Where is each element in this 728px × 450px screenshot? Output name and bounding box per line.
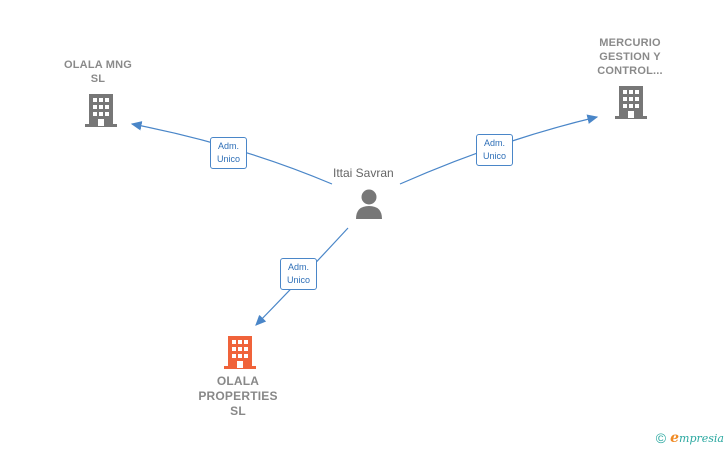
person-name[interactable]: Ittai Savran — [333, 166, 394, 180]
company-name-line: GESTION Y — [599, 51, 661, 63]
building-icon[interactable] — [85, 92, 117, 128]
company-label-olala-mng[interactable]: OLALA MNG SL — [48, 58, 148, 86]
company-name-line: SL — [90, 73, 106, 85]
edge-role-line: Adm. — [288, 262, 310, 272]
building-icon[interactable] — [615, 84, 647, 120]
brand-initial: e — [670, 430, 680, 446]
building-icon[interactable] — [224, 334, 256, 370]
company-name-line: SL — [230, 404, 246, 418]
company-name-line: PROPERTIES — [198, 389, 278, 403]
brand-rest: mpresia — [679, 432, 724, 445]
company-name-line: CONTROL... — [597, 65, 663, 77]
edge-role-line: Adm. — [218, 141, 240, 151]
company-name-line: MERCURIO — [599, 37, 661, 49]
company-name-line: OLALA — [216, 374, 260, 388]
empresia-logo[interactable]: empresia — [670, 430, 724, 446]
footer-brand: © empresia — [656, 430, 724, 446]
company-name-line: OLALA MNG — [64, 59, 132, 71]
edge-role-line: Adm. — [484, 138, 506, 148]
copyright-symbol: © — [655, 430, 667, 446]
person-icon[interactable] — [354, 188, 384, 220]
edge-label-to-olala-properties[interactable]: Adm. Unico — [280, 258, 318, 290]
edge-role-line: Unico — [287, 275, 311, 285]
edge-label-to-olala-mng[interactable]: Adm. Unico — [210, 137, 248, 169]
edge-role-line: Unico — [483, 151, 507, 161]
edge-role-line: Unico — [217, 154, 241, 164]
company-label-olala-properties[interactable]: OLALA PROPERTIES SL — [186, 374, 290, 419]
edge-label-to-mercurio[interactable]: Adm. Unico — [476, 134, 514, 166]
company-label-mercurio[interactable]: MERCURIO GESTION Y CONTROL... — [578, 36, 682, 78]
